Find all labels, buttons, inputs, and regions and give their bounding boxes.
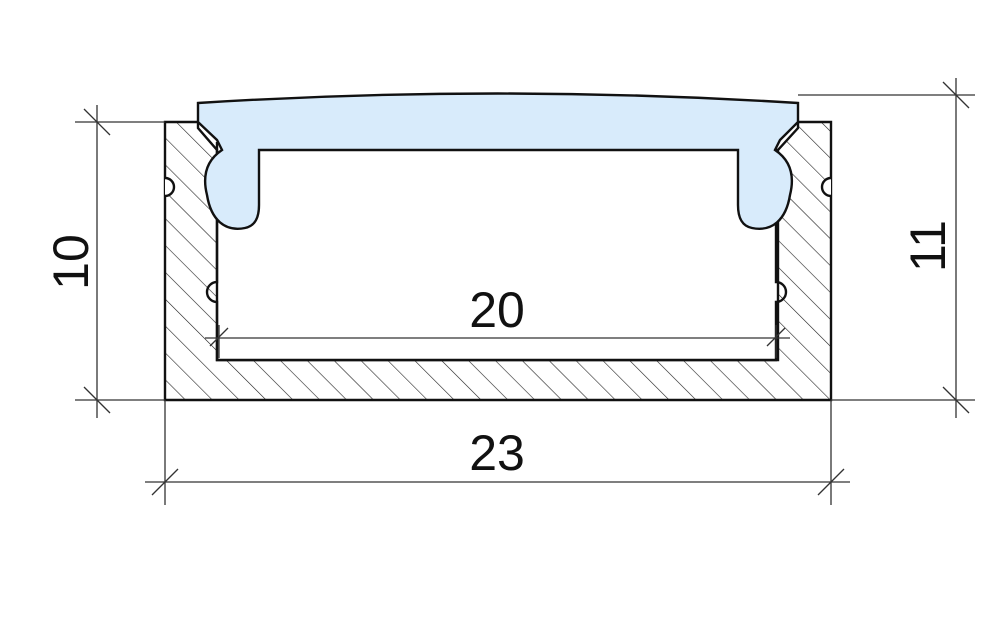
label-total-height: 11 <box>900 220 956 272</box>
left-inner-wall <box>205 142 788 362</box>
dimension-inner-width <box>205 325 790 358</box>
diffuser-cover <box>196 92 800 230</box>
profile-cavity <box>219 150 776 360</box>
right-outer-groove <box>820 176 832 198</box>
left-outer-groove <box>164 176 176 198</box>
label-profile-height: 10 <box>43 234 99 290</box>
dimension-total-height <box>798 78 975 418</box>
aluminium-profile <box>163 120 833 402</box>
dimension-profile-height <box>75 105 165 418</box>
label-outer-width: 23 <box>469 425 525 481</box>
label-inner-width: 20 <box>469 282 525 338</box>
dimension-outer-width <box>145 400 850 505</box>
